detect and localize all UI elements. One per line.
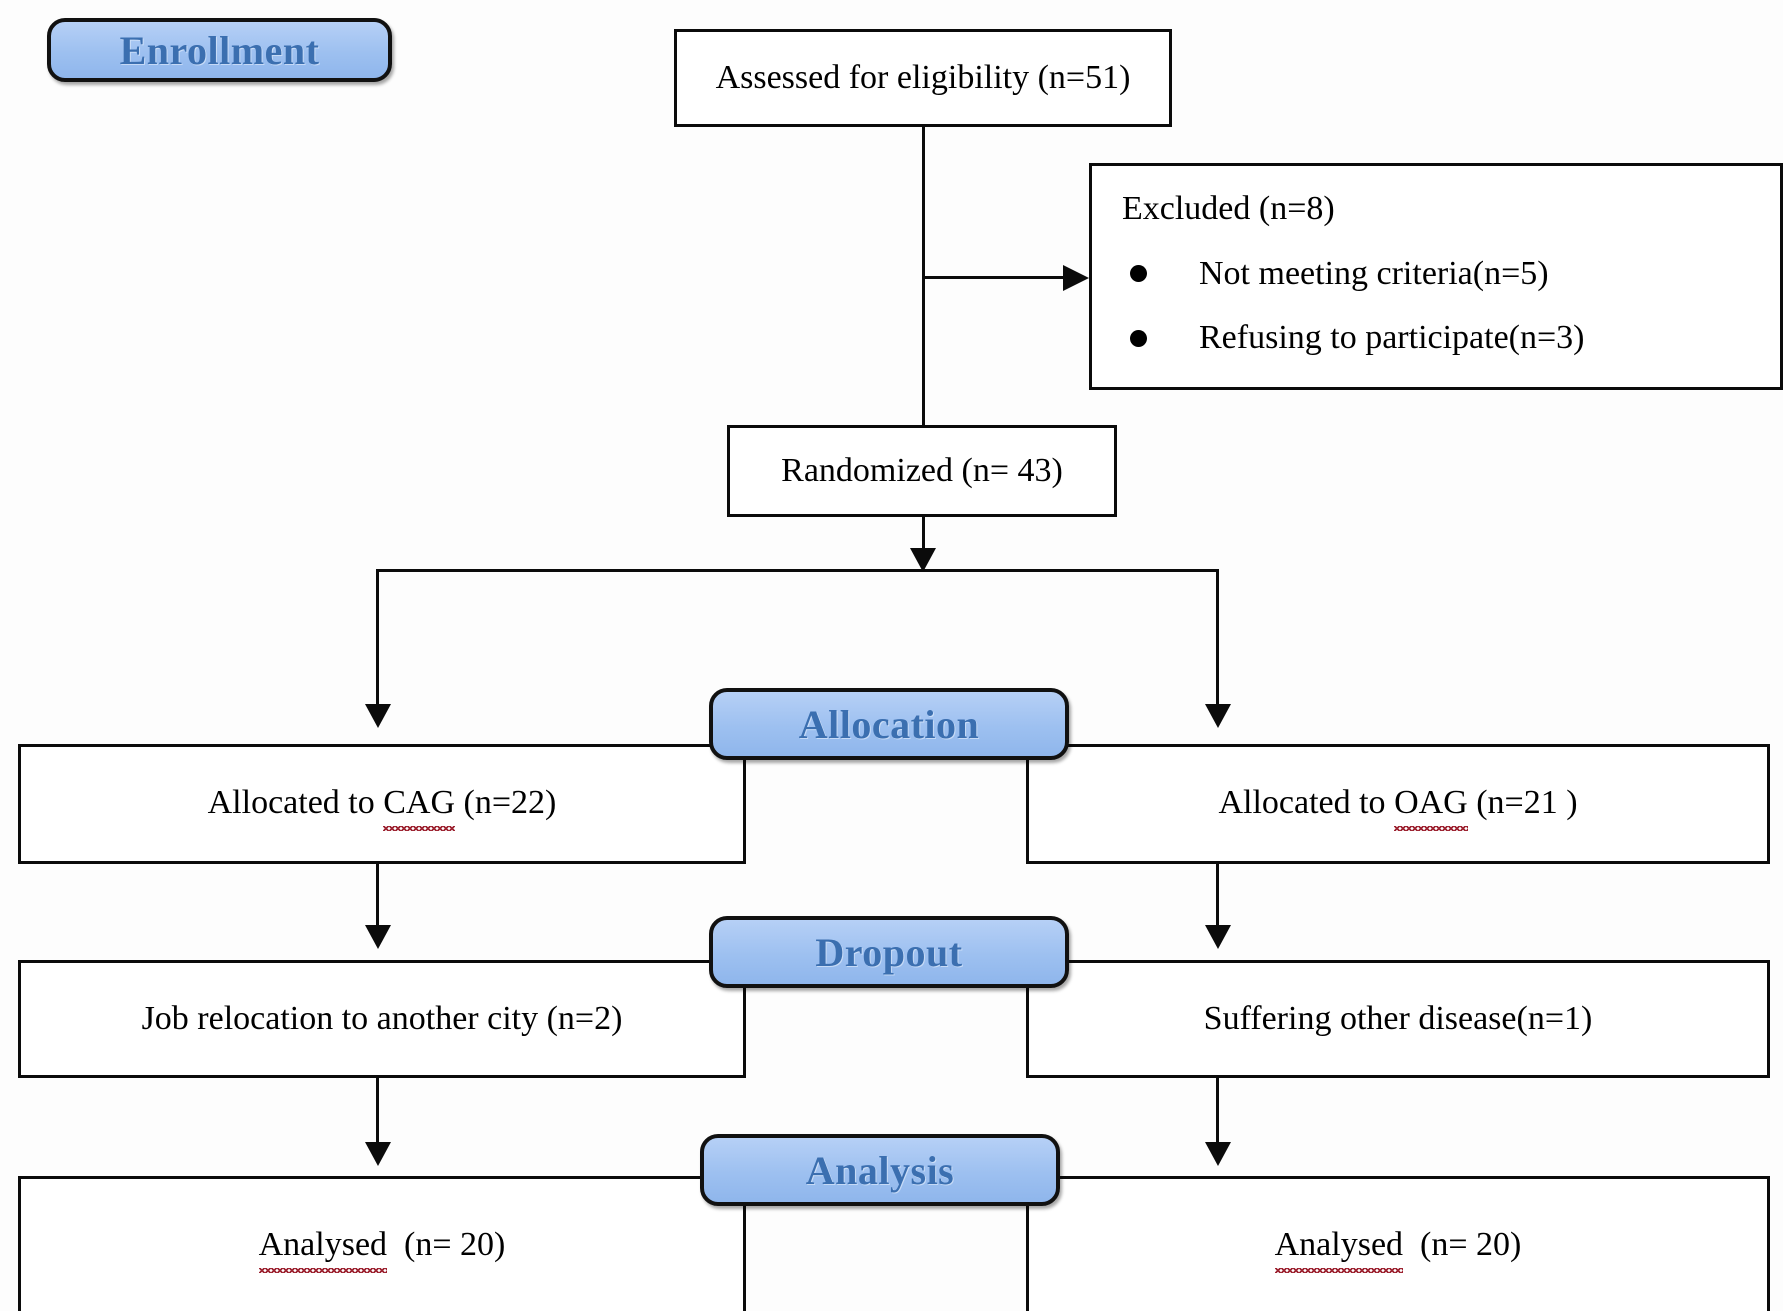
- node-allocated-cag-term: CAG: [383, 782, 455, 831]
- node-allocated-oag-label: Allocated to OAG (n=21 ): [1218, 782, 1578, 831]
- arrowhead-to-allocated-cag: [365, 704, 391, 728]
- stage-badge-allocation-label: Allocation: [798, 701, 980, 747]
- node-analysed-cag-label: Analysed (n= 20): [258, 1224, 506, 1273]
- node-excluded: Excluded (n=8) Not meeting criteria(n=5)…: [1089, 163, 1783, 390]
- node-allocated-cag-label: Allocated to CAG (n=22): [207, 782, 557, 831]
- node-dropout-cag: Job relocation to another city (n=2): [18, 960, 746, 1078]
- connector-split-bar: [376, 569, 1219, 572]
- connector-split-left-down: [376, 569, 379, 706]
- connector-dropout-to-analysis-left: [376, 1078, 379, 1144]
- connector-oag-to-dropout: [1216, 862, 1219, 927]
- node-analysed-oag-label: Analysed (n= 20): [1274, 1224, 1522, 1273]
- node-allocated-cag-suffix: (n=22): [455, 783, 557, 821]
- connector-randomized-down: [922, 516, 925, 550]
- node-analysed-oag-term: Analysed: [1274, 1224, 1404, 1273]
- stage-badge-enrollment-label: Enrollment: [119, 27, 320, 73]
- node-allocated-oag: Allocated to OAG (n=21 ): [1026, 744, 1770, 864]
- list-item: Not meeting criteria(n=5): [1122, 253, 1780, 296]
- node-allocated-cag: Allocated to CAG (n=22): [18, 744, 746, 864]
- arrowhead-dropout-to-analysis-left: [365, 1142, 391, 1166]
- stage-badge-analysis-label: Analysis: [805, 1147, 955, 1193]
- node-analysed-oag-suffix: (n= 20): [1403, 1225, 1522, 1263]
- arrowhead-dropout-to-analysis-right: [1205, 1142, 1231, 1166]
- stage-badge-dropout: Dropout: [709, 916, 1069, 988]
- node-allocated-oag-term: OAG: [1394, 782, 1468, 831]
- node-assessed-label: Assessed for eligibility (n=51): [715, 58, 1131, 96]
- node-excluded-reason-1: Not meeting criteria(n=5): [1199, 254, 1549, 292]
- node-excluded-title: Excluded (n=8): [1122, 190, 1335, 227]
- node-allocated-oag-prefix: Allocated to: [1218, 783, 1395, 821]
- arrowhead-oag-to-dropout: [1205, 925, 1231, 949]
- arrowhead-cag-to-dropout: [365, 925, 391, 949]
- node-randomized: Randomized (n= 43): [727, 425, 1117, 517]
- node-dropout-cag-label: Job relocation to another city (n=2): [141, 999, 623, 1037]
- connector-cag-to-dropout: [376, 862, 379, 927]
- stage-badge-analysis: Analysis: [700, 1134, 1060, 1206]
- node-allocated-oag-suffix: (n=21 ): [1467, 783, 1578, 821]
- node-analysed-oag: Analysed (n= 20): [1026, 1176, 1770, 1311]
- list-item: Refusing to participate(n=3): [1122, 317, 1780, 360]
- node-dropout-oag: Suffering other disease(n=1): [1026, 960, 1770, 1078]
- stage-badge-dropout-label: Dropout: [815, 929, 963, 975]
- node-allocated-cag-prefix: Allocated to: [207, 783, 384, 821]
- node-randomized-label: Randomized (n= 43): [781, 451, 1063, 489]
- connector-dropout-to-analysis-right: [1216, 1078, 1219, 1144]
- connector-assessed-to-excluded: [922, 276, 1067, 279]
- stage-badge-enrollment: Enrollment: [47, 18, 392, 82]
- node-analysed-cag-suffix: (n= 20): [387, 1225, 506, 1263]
- node-excluded-reason-2: Refusing to participate(n=3): [1199, 319, 1585, 356]
- connector-split-right-down: [1216, 569, 1219, 706]
- arrowhead-to-excluded: [1063, 265, 1089, 291]
- node-analysed-cag: Analysed (n= 20): [18, 1176, 746, 1311]
- bullet-icon: [1130, 265, 1147, 283]
- node-dropout-oag-label: Suffering other disease(n=1): [1203, 999, 1593, 1037]
- node-analysed-cag-term: Analysed: [258, 1224, 388, 1273]
- bullet-icon: [1130, 329, 1147, 347]
- arrowhead-randomized-split: [910, 548, 936, 572]
- arrowhead-to-allocated-oag: [1205, 704, 1231, 728]
- stage-badge-allocation: Allocation: [709, 688, 1069, 760]
- node-assessed-for-eligibility: Assessed for eligibility (n=51): [674, 29, 1172, 127]
